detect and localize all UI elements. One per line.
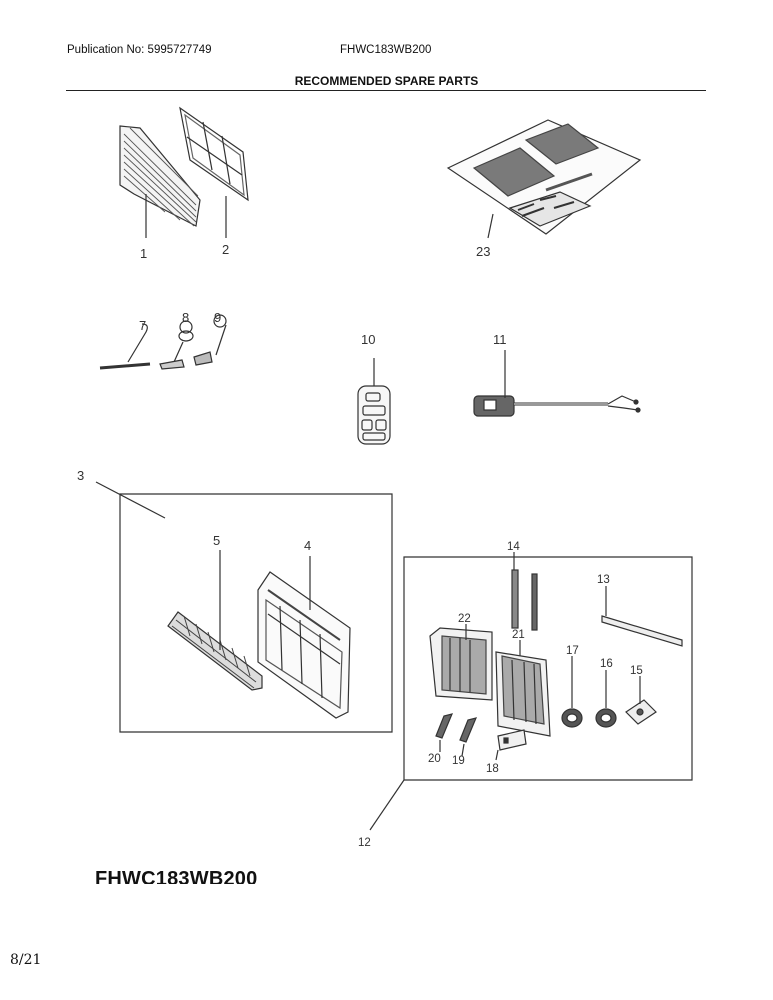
- callout-14: 14: [507, 541, 520, 553]
- part-5-louver: [167, 550, 263, 691]
- part-8-bracket: [159, 320, 194, 370]
- callout-8: 8: [182, 310, 189, 325]
- page-title: RECOMMENDED SPARE PARTS: [294, 74, 479, 88]
- callout-17: 17: [566, 645, 579, 657]
- callout-19: 19: [452, 755, 465, 767]
- callout-2: 2: [222, 242, 229, 257]
- header-divider: [66, 90, 706, 91]
- part-1-front-grille: [119, 125, 201, 238]
- part-21-right-curtain: [495, 640, 551, 737]
- front-panel-assembly-box: [119, 493, 393, 733]
- part-11-power-cord: [473, 350, 641, 417]
- part-23-installation-sheet: [446, 119, 642, 239]
- publication-number: Publication No: 5995727749: [67, 44, 212, 56]
- part-19-angle-bracket: [459, 717, 478, 757]
- callout-13: 13: [597, 574, 610, 586]
- part-7-rail: [99, 323, 151, 370]
- installation-kit-box: [403, 556, 693, 781]
- part-22-left-curtain: [429, 624, 493, 701]
- part-4-front-panel: [257, 556, 351, 719]
- part-20-angle-bracket: [435, 713, 454, 752]
- model-number-header: FHWC183WB200: [340, 44, 432, 56]
- part-13-top-rail: [601, 586, 683, 647]
- model-caption: FHWC183WB200: [95, 868, 258, 884]
- part-9-clip: [193, 314, 227, 366]
- part-10-remote-control: [357, 358, 391, 445]
- callout-18: 18: [486, 763, 499, 775]
- callout-1: 1: [140, 246, 147, 261]
- callout-4: 4: [304, 538, 311, 553]
- part-18-mounting-block: [495, 729, 527, 761]
- callout-7: 7: [139, 318, 146, 333]
- callout-23: 23: [476, 244, 490, 259]
- callout-21: 21: [512, 629, 525, 641]
- callout-10: 10: [361, 332, 375, 347]
- callout-3: 3: [77, 468, 84, 483]
- callout-11: 11: [493, 332, 507, 347]
- callout-5: 5: [213, 533, 220, 548]
- part-2-filter: [179, 106, 249, 238]
- part-14-side-seal: [511, 552, 538, 631]
- callout-15: 15: [630, 665, 643, 677]
- part-17-foam-seal: [561, 656, 583, 728]
- callout-12: 12: [358, 837, 371, 849]
- callout-16: 16: [600, 658, 613, 670]
- callout-9: 9: [214, 310, 221, 325]
- part-15-bracket: [625, 676, 657, 725]
- callout-20: 20: [428, 753, 441, 765]
- part-16-foam-seal: [595, 670, 617, 728]
- page-number: 8/21: [10, 952, 42, 968]
- callout-22: 22: [458, 613, 471, 625]
